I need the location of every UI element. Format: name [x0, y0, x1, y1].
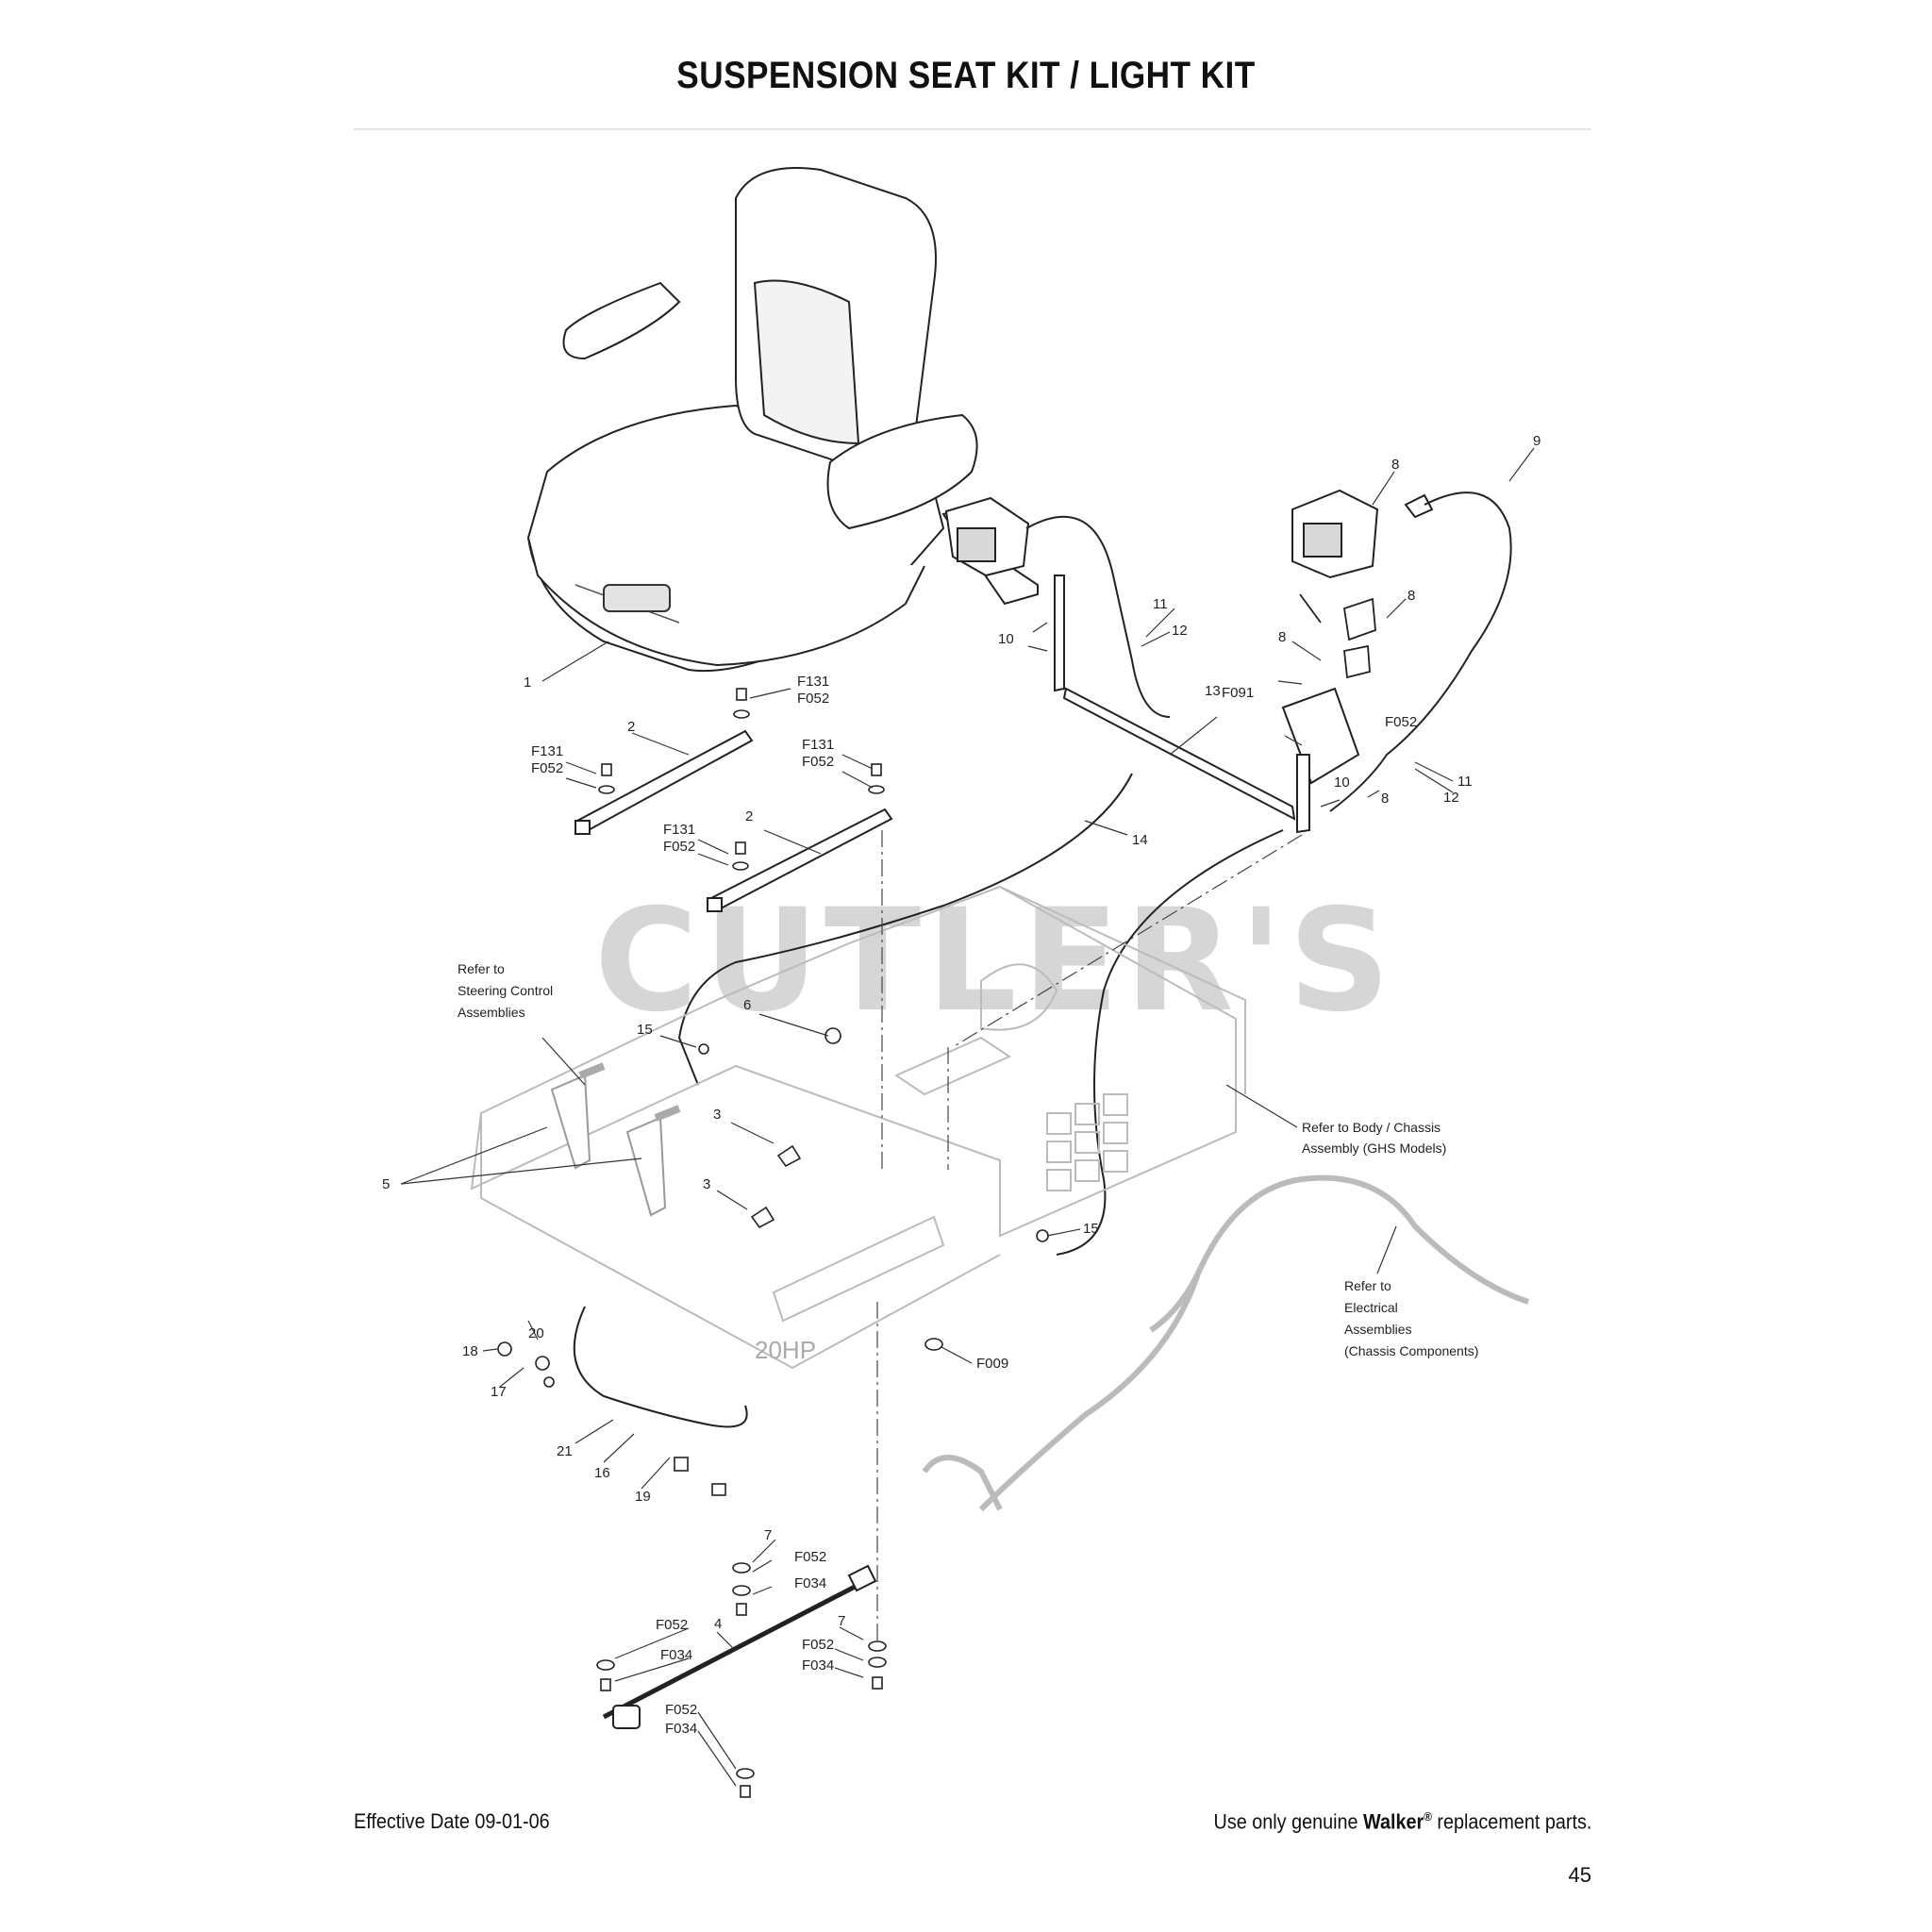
callout-label: F009 [976, 1356, 1008, 1372]
note-leaders [1225, 1084, 1298, 1128]
callout-label: F034 [802, 1657, 834, 1674]
callout-label: F034 [665, 1721, 697, 1737]
callout-label: F091 [1222, 685, 1254, 701]
callout-label: 2 [745, 808, 753, 824]
note-electrical-line2: Electrical [1344, 1300, 1398, 1315]
seat-rail-right [707, 808, 893, 912]
callout-label: F052 [665, 1702, 697, 1718]
callout-label: 8 [1391, 457, 1399, 473]
note-electrical-line3: Assemblies [1344, 1322, 1412, 1337]
callout-label: F131 [531, 743, 563, 759]
callout-label: 14 [1132, 832, 1148, 848]
callout-label: F131 [797, 674, 829, 690]
page-number: 45 [1568, 1863, 1591, 1887]
small-hardware [497, 1027, 1049, 1798]
suspension-seat [526, 167, 978, 673]
callout-label: 15 [637, 1022, 653, 1038]
callout-label: F052 [1385, 714, 1417, 730]
callout-label: F052 [802, 1637, 834, 1653]
brand-name: Walker [1362, 1809, 1424, 1834]
callout-label: 10 [1334, 774, 1350, 791]
note-steering-line2: Steering Control [458, 983, 553, 998]
callout-label: 19 [635, 1489, 651, 1505]
callout-label: 18 [462, 1343, 478, 1359]
chassis-body [470, 885, 1246, 1370]
note-electrical-line1: Refer to [1344, 1278, 1391, 1293]
callout-label: 4 [714, 1616, 722, 1632]
callout-label: 9 [1533, 433, 1541, 449]
note-body-line2: Assembly (GHS Models) [1302, 1141, 1446, 1156]
work-lamp-left [944, 496, 1030, 577]
callout-label: 15 [1083, 1221, 1099, 1237]
callout-label: 5 [382, 1176, 390, 1192]
callout-label: 3 [713, 1107, 721, 1123]
genuine-parts-notice: Use only genuine Walker® replacement par… [1213, 1809, 1591, 1834]
lamp-bracket [1299, 593, 1376, 679]
center-lines [876, 830, 1303, 1641]
callout-label: 12 [1172, 623, 1188, 639]
callout-label: 8 [1407, 588, 1415, 604]
callout-label: F034 [794, 1575, 826, 1591]
connector-harness [602, 1564, 877, 1729]
callout-label: 7 [764, 1527, 772, 1543]
callout-label: F052 [797, 691, 829, 707]
callout-label: 6 [743, 997, 751, 1013]
callout-label: F052 [663, 839, 695, 855]
callout-label: F052 [802, 754, 834, 770]
callout-label: 13 [1205, 683, 1221, 699]
callout-label: 21 [557, 1443, 573, 1459]
callout-label: F131 [802, 737, 834, 753]
callout-label: 11 [1153, 596, 1168, 612]
notice-prefix: Use only genuine [1213, 1809, 1363, 1834]
callout-label: 3 [703, 1176, 710, 1192]
callout-label: F034 [660, 1647, 692, 1663]
callout-label: 8 [1381, 791, 1389, 807]
callout-label: 11 [1457, 774, 1473, 790]
callout-label: 2 [627, 719, 635, 735]
steering-levers [550, 1062, 681, 1217]
callout-label: 16 [594, 1465, 610, 1481]
part-callouts: 1 F131 F052 2 F131 F052 F131 F052 2 F131… [382, 433, 1541, 1737]
callout-label: 17 [491, 1384, 507, 1400]
note-electrical-line4: (Chassis Components) [1344, 1343, 1478, 1358]
callout-label: 12 [1443, 790, 1459, 806]
leader-lines [400, 447, 1535, 1787]
watermark: CUTLER'S [594, 879, 1396, 1043]
note-body-line1: Refer to Body / Chassis [1302, 1120, 1441, 1135]
header-divider [354, 128, 1591, 130]
registered-mark: ® [1423, 1809, 1432, 1824]
chassis-wiring [922, 1174, 1529, 1512]
effective-date: Effective Date 09-01-06 [354, 1809, 550, 1833]
notice-suffix: replacement parts. [1431, 1809, 1591, 1834]
reference-notes: Refer to Steering Control Assemblies Ref… [458, 961, 1478, 1358]
callout-label: F052 [794, 1549, 826, 1565]
callout-label: 20 [528, 1325, 544, 1341]
callout-label: 8 [1278, 629, 1286, 645]
note-steering-line1: Refer to [458, 961, 505, 976]
work-lamp-right [1291, 489, 1434, 579]
callout-label: F052 [531, 760, 563, 776]
seat-rail-left [575, 729, 754, 835]
callout-label: 1 [524, 675, 531, 691]
callout-label: F131 [663, 822, 695, 838]
light-wiring [573, 491, 1512, 1428]
callout-label: 7 [838, 1613, 845, 1629]
note-steering-line3: Assemblies [458, 1005, 525, 1020]
callout-label: 10 [998, 631, 1014, 647]
page-title: SUSPENSION SEAT KIT / LIGHT KIT [676, 55, 1256, 96]
callout-label: F052 [656, 1617, 688, 1633]
engine-hp-label: 20HP [755, 1336, 816, 1364]
